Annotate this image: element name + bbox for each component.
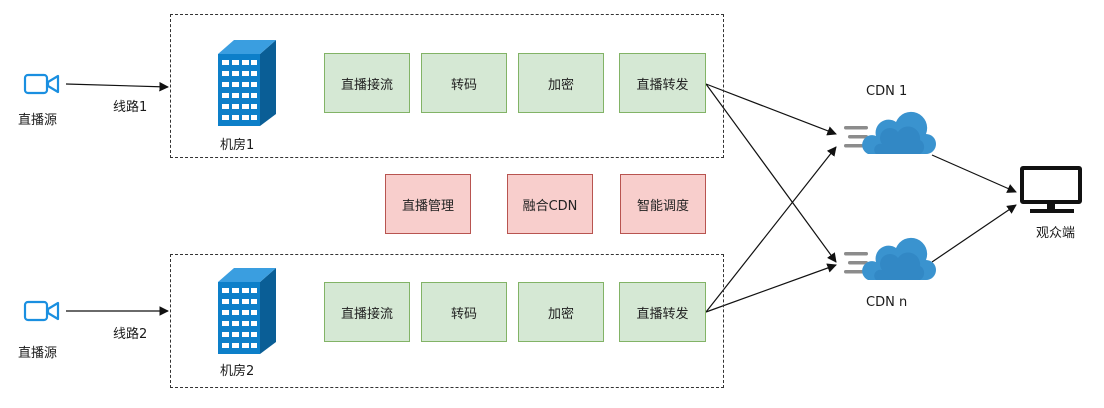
- building-icon: [216, 266, 280, 356]
- mgmt-fusion-cdn: 融合CDN: [507, 174, 593, 234]
- camera-icon: [22, 70, 64, 98]
- source-label: 直播源: [18, 346, 58, 361]
- cdn-label: CDN 1: [866, 84, 908, 99]
- process-step-ingest: 直播接流: [324, 53, 410, 113]
- arrow-cdnn-viewer: [931, 204, 1017, 263]
- arrow-room1-cdnn: [705, 83, 837, 263]
- process-step-ingest: 直播接流: [324, 282, 410, 342]
- viewer-label: 观众端: [1036, 226, 1076, 241]
- process-step-forward: 直播转发: [619, 53, 706, 113]
- process-step-forward: 直播转发: [619, 282, 706, 342]
- source-label: 直播源: [18, 113, 58, 128]
- arrow-source1-room1: [65, 81, 169, 92]
- camera-icon: [22, 297, 64, 325]
- monitor-icon: [1018, 166, 1086, 216]
- cdn-label: CDN n: [866, 295, 908, 310]
- line-label: 线路1: [113, 100, 148, 115]
- cloud-icon: [842, 236, 938, 288]
- process-step-transcode: 转码: [421, 282, 507, 342]
- building-icon: [216, 38, 280, 128]
- process-step-transcode: 转码: [421, 53, 507, 113]
- mgmt-smart-scheduling: 智能调度: [620, 174, 706, 234]
- arrow-cdn1-viewer: [931, 154, 1017, 193]
- arrow-room2-cdn1: [705, 146, 837, 313]
- room-label: 机房1: [220, 138, 255, 153]
- arrow-room1-cdn1: [705, 83, 837, 136]
- mgmt-live-management: 直播管理: [385, 174, 471, 234]
- cloud-icon: [842, 110, 938, 162]
- arrow-room2-cdnn: [705, 263, 837, 313]
- process-step-encrypt: 加密: [518, 53, 604, 113]
- line-label: 线路2: [113, 327, 148, 342]
- process-step-encrypt: 加密: [518, 282, 604, 342]
- room-container: [170, 14, 724, 158]
- room-container: [170, 254, 724, 388]
- room-label: 机房2: [220, 364, 255, 379]
